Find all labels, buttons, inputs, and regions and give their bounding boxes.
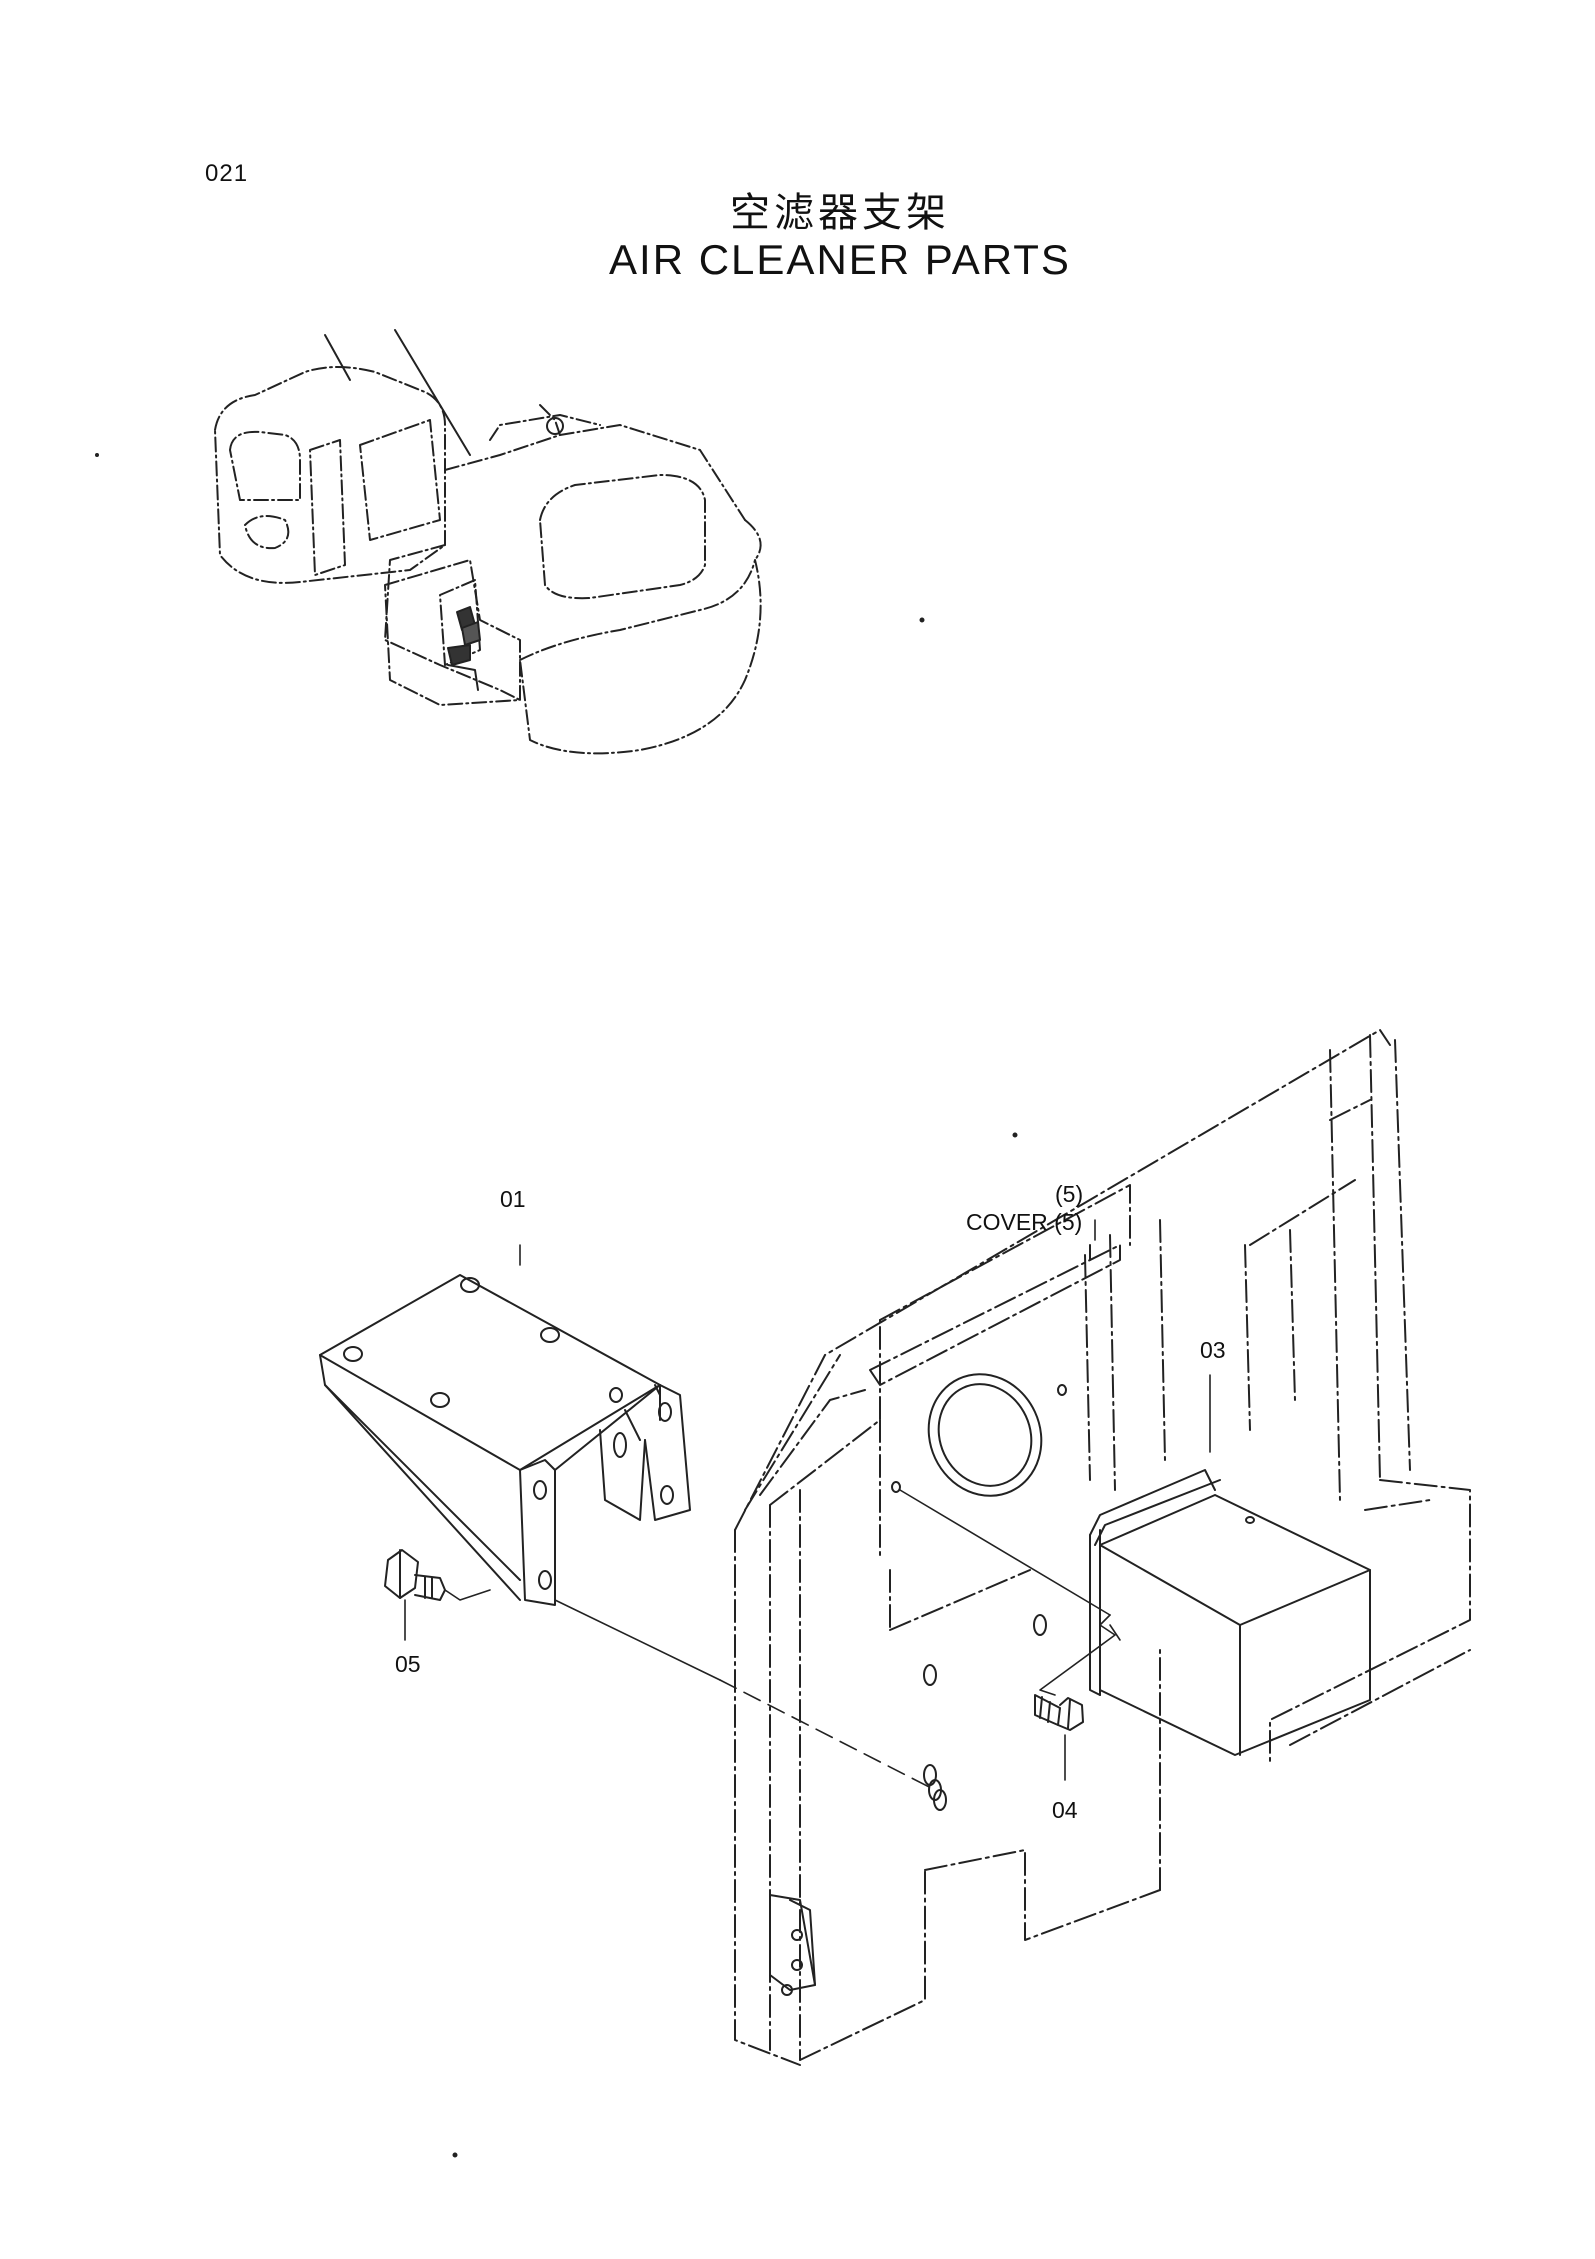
- callout-04: 04: [1052, 1797, 1078, 1823]
- callout-05: 05: [395, 1651, 421, 1677]
- callout-01: 01: [500, 1186, 526, 1212]
- part-04-screw: [1034, 1694, 1084, 1731]
- page-number: 021: [205, 160, 249, 187]
- part-01-bracket: [319, 1274, 691, 1606]
- panel-opening: [927, 1373, 1043, 1497]
- engine-panel: [734, 1029, 1471, 2066]
- title-chinese: 空滤器支架: [730, 190, 950, 236]
- bracket-location-highlight: [447, 606, 481, 691]
- excavator-overview: [214, 329, 762, 755]
- callout-03: 03: [1200, 1337, 1226, 1363]
- part-03-box: [1089, 1469, 1371, 1756]
- callout-cover: COVER (5): [966, 1209, 1082, 1235]
- assembly-lines: [404, 1219, 1211, 1791]
- title-english: AIR CLEANER PARTS: [609, 236, 1071, 283]
- part-05-bolt: [384, 1549, 446, 1601]
- callout-cover-ref: (5): [1055, 1181, 1083, 1207]
